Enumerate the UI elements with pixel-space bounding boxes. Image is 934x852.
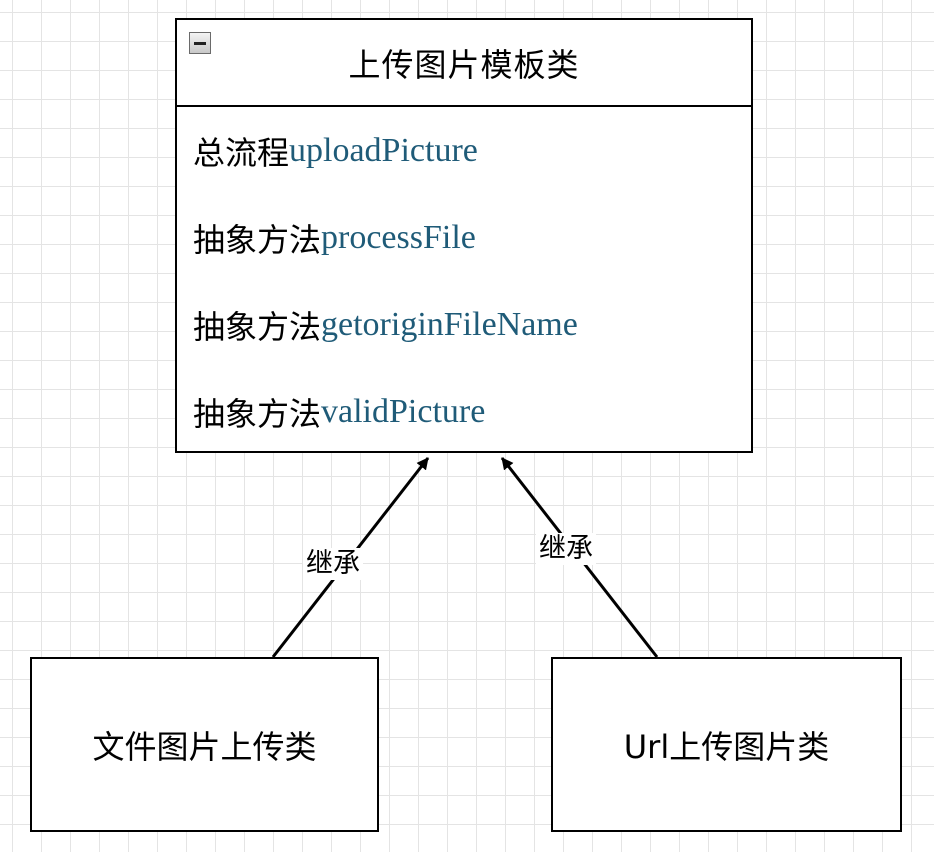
member-row[interactable]: 抽象方法 processFile [177,194,751,281]
method-name: validPicture [321,392,486,430]
file-upload-class-title: 文件图片上传类 [92,727,317,766]
member-label: 抽象方法 [193,307,322,346]
member-label: 抽象方法 [193,220,322,259]
member-row[interactable]: 抽象方法 validPicture [177,368,751,455]
member-label: 总流程 [193,133,290,172]
inheritance-label-file: 继承 [303,548,363,580]
collapse-icon[interactable] [189,32,211,54]
method-name: uploadPicture [289,131,478,169]
file-upload-class-box[interactable]: 文件图片上传类 [30,657,379,832]
inheritance-label-url: 继承 [536,533,596,565]
template-class-header: 上传图片模板类 [177,20,751,107]
member-row[interactable]: 抽象方法 getoriginFileName [177,281,751,368]
method-name: processFile [321,218,476,256]
template-class-title: 上传图片模板类 [348,45,580,84]
url-upload-class-title: Url上传图片类 [623,727,830,766]
method-name: getoriginFileName [321,305,578,343]
member-label: 抽象方法 [193,394,322,433]
url-upload-class-box[interactable]: Url上传图片类 [551,657,902,832]
